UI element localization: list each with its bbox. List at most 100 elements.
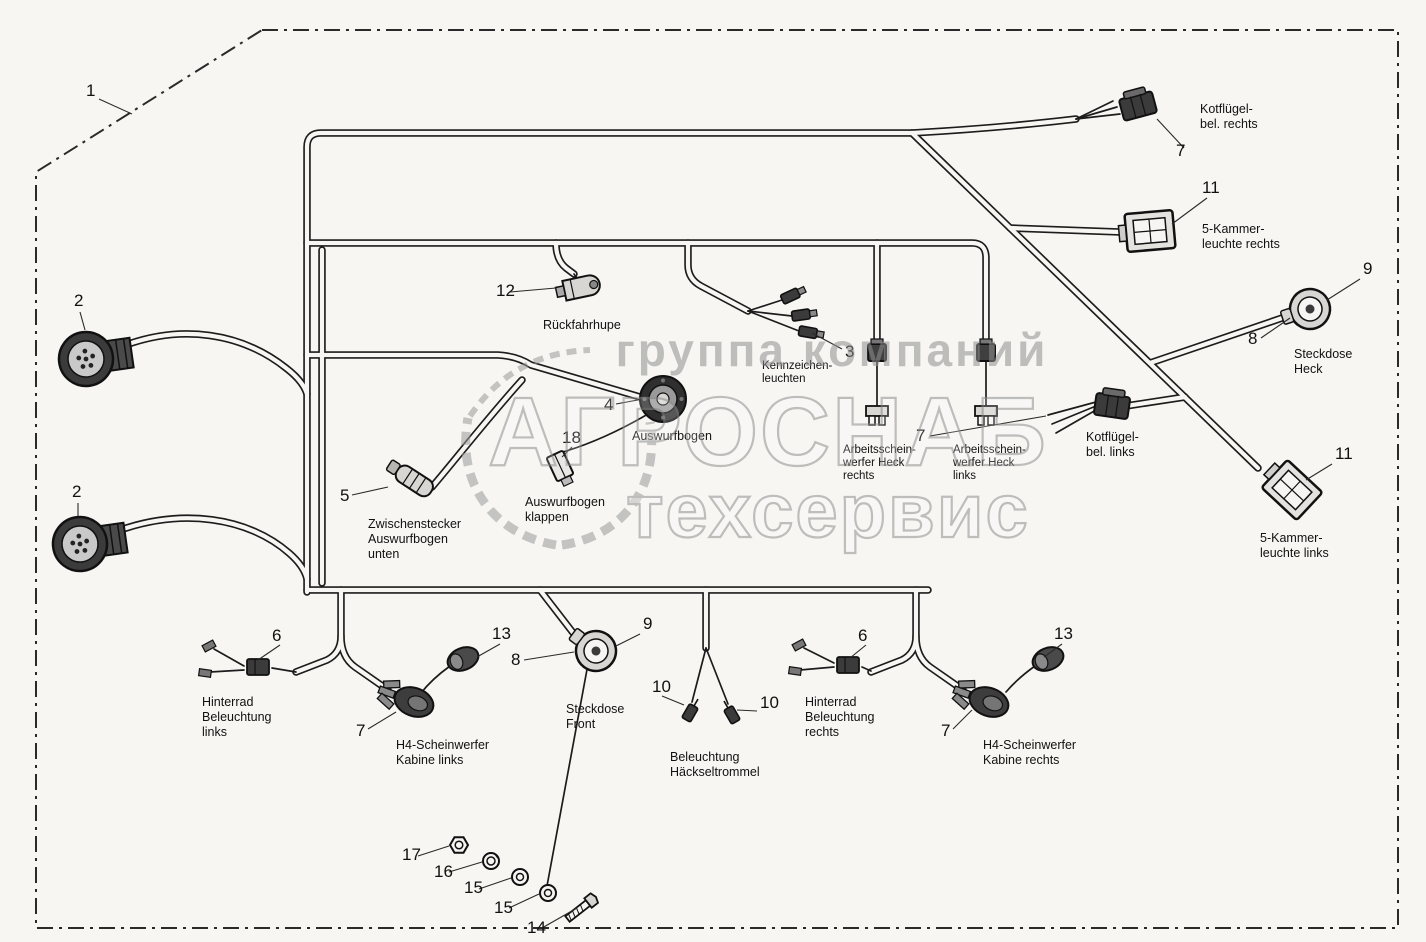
terminal-hinterrad-links-2 — [197, 668, 213, 678]
screw-14-symbol — [562, 891, 601, 925]
label-arb-rechts-3: rechts — [843, 470, 875, 482]
callout-7-top-right: 7 — [1176, 141, 1185, 160]
callout-9-heck: 9 — [1363, 259, 1372, 278]
label-zwischenstecker-1: Zwischenstecker — [368, 517, 461, 531]
callout-8-front: 8 — [511, 650, 520, 669]
callout-2-top: 2 — [74, 291, 83, 310]
label-zwischenstecker-3: unten — [368, 547, 399, 561]
boot-13-rechts-symbol — [1028, 641, 1068, 677]
label-kotfluegel-links-2: bel. links — [1086, 445, 1135, 459]
connector-hinterrad-rechts-symbol — [836, 656, 860, 674]
callout-10-left: 10 — [652, 677, 671, 696]
connector-kennzeichen-plug-1-symbol — [779, 283, 808, 306]
label-haeckseltrommel-1: Beleuchtung — [670, 750, 740, 764]
label-kammer-links-2: leuchte links — [1260, 546, 1329, 560]
label-rueckfahrhupe: Rückfahrhupe — [543, 318, 621, 332]
callout-2-bottom: 2 — [72, 482, 81, 501]
terminal-hinterrad-rechts-2 — [787, 666, 803, 676]
callout-7-mid: 7 — [916, 426, 925, 445]
callout-9-front: 9 — [643, 614, 652, 633]
label-arb-links-3: links — [953, 470, 976, 482]
label-h4-rechts-1: H4-Scheinwerfer — [983, 738, 1076, 752]
callout-13-rechts: 13 — [1054, 624, 1073, 643]
lockwasher-16-symbol — [482, 852, 500, 870]
watermark-line2: АГРОСНАБ — [488, 377, 1048, 486]
boot-13-links-symbol — [443, 641, 483, 677]
connector-round-2-top-symbol — [54, 324, 137, 391]
terminal-hinterrad-rechts-1 — [791, 638, 807, 652]
label-steckdose-heck-1: Steckdose — [1294, 347, 1352, 361]
label-haeckseltrommel-2: Häckseltrommel — [670, 765, 760, 779]
callout-numbers: 1 2 2 3 4 5 6 6 7 7 7 7 8 8 9 9 10 10 11… — [72, 81, 1372, 937]
label-hinterrad-links-2: Beleuchtung — [202, 710, 272, 724]
watermark: группа компаний АГРОСНАБ техсервис — [461, 324, 1049, 555]
callout-6-rechts: 6 — [858, 626, 867, 645]
diagram-border — [35, 29, 1399, 929]
callout-12: 12 — [496, 281, 515, 300]
label-kennzeichen-1: Kennzeichen- — [762, 360, 832, 372]
label-kammer-links-1: 5-Kammer- — [1260, 531, 1323, 545]
callout-16: 16 — [434, 862, 453, 881]
label-arb-rechts-1: Arbeitsschein- — [843, 444, 916, 456]
connector-round-2-bottom-symbol — [48, 509, 131, 576]
callout-6-links: 6 — [272, 626, 281, 645]
connector-steckdose-heck-symbol — [1274, 282, 1337, 339]
connector-h4-links-symbol — [373, 674, 440, 725]
connector-haeckseltrommel-2-symbol — [718, 697, 742, 726]
callout-leaders — [77, 98, 1361, 929]
label-kammer-rechts-1: 5-Kammer- — [1202, 222, 1265, 236]
callout-15b: 15 — [494, 898, 513, 917]
label-steckdose-front-1: Steckdose — [566, 702, 624, 716]
label-hinterrad-rechts-1: Hinterrad — [805, 695, 856, 709]
callout-11-links: 11 — [1335, 444, 1353, 463]
label-arb-rechts-2: werfer Heck — [842, 457, 905, 469]
label-kotfluegel-rechts-1: Kotflügel- — [1200, 102, 1253, 116]
label-h4-rechts-2: Kabine rechts — [983, 753, 1059, 767]
connector-kotfluegel-links-symbol — [1092, 385, 1133, 421]
callout-18: 18 — [562, 428, 581, 447]
nut-17-symbol — [449, 836, 469, 854]
label-kotfluegel-rechts-2: bel. rechts — [1200, 117, 1258, 131]
watermark-line1: группа компаний — [616, 324, 1049, 376]
callout-1: 1 — [86, 81, 95, 100]
callout-15a: 15 — [464, 878, 483, 897]
terminal-hinterrad-links-1 — [201, 639, 217, 653]
connector-kotfluegel-rechts-symbol — [1116, 84, 1159, 123]
callout-10-right: 10 — [760, 693, 779, 712]
callout-7-bottom-right: 7 — [941, 721, 950, 740]
callout-13-links: 13 — [492, 624, 511, 643]
zwischenstecker-symbol — [383, 456, 437, 501]
label-hinterrad-rechts-3: rechts — [805, 725, 839, 739]
label-steckdose-heck-2: Heck — [1294, 362, 1323, 376]
label-kammer-rechts-2: leuchte rechts — [1202, 237, 1280, 251]
label-hinterrad-rechts-2: Beleuchtung — [805, 710, 875, 724]
washer-15a-symbol — [511, 868, 529, 886]
label-hinterrad-links-3: links — [202, 725, 227, 739]
watermark-line3: техсервис — [626, 469, 1030, 554]
callout-4: 4 — [604, 395, 613, 414]
connector-hinterrad-links-symbol — [246, 658, 270, 676]
label-h4-links-1: H4-Scheinwerfer — [396, 738, 489, 752]
callout-17: 17 — [402, 845, 421, 864]
label-arb-links-2: werfer Heck — [952, 457, 1015, 469]
callout-11-rechts: 11 — [1202, 178, 1220, 197]
label-h4-links-2: Kabine links — [396, 753, 463, 767]
connector-5kammer-rechts-symbol — [1116, 208, 1177, 254]
callout-14: 14 — [527, 918, 546, 937]
label-hinterrad-links-1: Hinterrad — [202, 695, 253, 709]
thin-wires — [209, 100, 1121, 887]
washer-15b-symbol — [539, 884, 557, 902]
label-kennzeichen-2: leuchten — [762, 373, 805, 385]
connector-kennzeichen-plug-2-symbol — [790, 307, 819, 323]
laurel-wreath-watermark-icon — [461, 347, 657, 550]
label-arb-links-1: Arbeitsschein- — [953, 444, 1026, 456]
connector-5kammer-links-symbol — [1255, 453, 1324, 522]
label-zwischenstecker-2: Auswurfbogen — [368, 532, 448, 546]
label-auswurfbogen-klappen-2: klappen — [525, 510, 569, 524]
label-kotfluegel-links-1: Kotflügel- — [1086, 430, 1139, 444]
callout-8-heck: 8 — [1248, 329, 1257, 348]
connector-h4-rechts-symbol — [948, 674, 1015, 725]
callout-5: 5 — [340, 486, 349, 505]
